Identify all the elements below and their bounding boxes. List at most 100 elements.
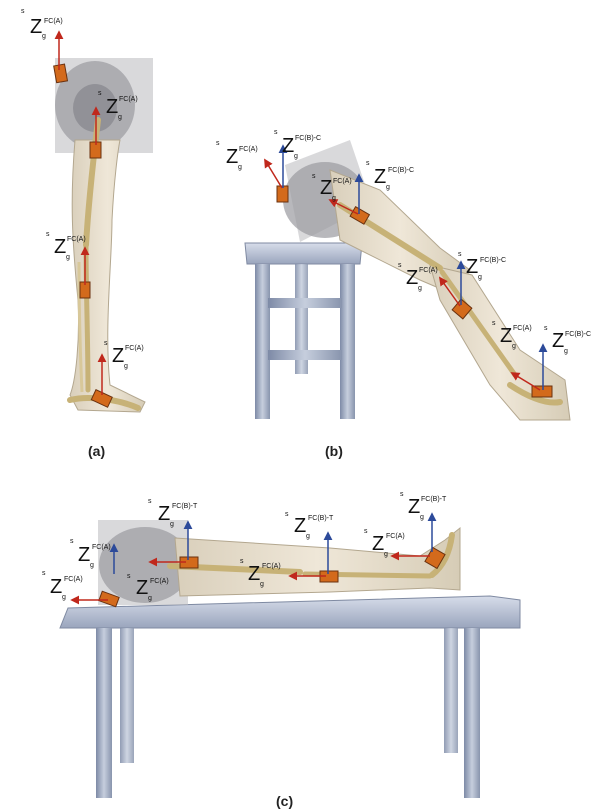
svg-text:g: g bbox=[66, 254, 70, 261]
svg-text:Z: Z bbox=[248, 563, 260, 585]
svg-text:Z: Z bbox=[50, 576, 62, 598]
svg-text:Z: Z bbox=[30, 16, 42, 38]
svg-text:s: s bbox=[285, 511, 289, 518]
svg-text:s: s bbox=[21, 8, 25, 15]
svg-text:FC(B)-C: FC(B)-C bbox=[295, 135, 321, 142]
svg-text:s: s bbox=[42, 570, 46, 577]
svg-text:s: s bbox=[104, 340, 108, 347]
svg-text:FC(B)-C: FC(B)-C bbox=[565, 331, 591, 338]
svg-text:Z: Z bbox=[78, 544, 90, 566]
svg-text:g: g bbox=[512, 343, 516, 350]
svg-text:g: g bbox=[332, 195, 336, 202]
svg-text:g: g bbox=[148, 595, 152, 602]
svg-text:g: g bbox=[418, 285, 422, 292]
sensor-pelvis bbox=[54, 64, 68, 83]
svg-text:g: g bbox=[42, 33, 46, 40]
svg-text:Z: Z bbox=[136, 577, 148, 599]
z-label: s Z g FC(B)-C bbox=[458, 251, 506, 281]
svg-text:Z: Z bbox=[320, 177, 332, 199]
svg-text:Z: Z bbox=[500, 325, 512, 347]
svg-text:Z: Z bbox=[158, 503, 170, 525]
svg-text:s: s bbox=[492, 320, 496, 327]
svg-text:Z: Z bbox=[294, 515, 306, 537]
svg-text:s: s bbox=[70, 538, 74, 545]
panel-c: s Z g FC(B)-T s Z g FC(A) s Z g FC(A) s … bbox=[42, 491, 520, 809]
svg-text:FC(A): FC(A) bbox=[64, 576, 83, 583]
z-label: s Z g FC(B)-T bbox=[400, 491, 447, 521]
svg-text:FC(B)-C: FC(B)-C bbox=[388, 167, 414, 174]
svg-text:g: g bbox=[170, 521, 174, 528]
svg-text:s: s bbox=[400, 491, 404, 498]
axis-pelvis-red bbox=[265, 160, 282, 188]
svg-text:FC(A): FC(A) bbox=[513, 325, 532, 332]
svg-text:FC(A): FC(A) bbox=[239, 146, 258, 153]
svg-text:s: s bbox=[216, 140, 220, 147]
svg-text:s: s bbox=[312, 173, 316, 180]
panel-a-caption: (a) bbox=[88, 443, 105, 459]
svg-text:g: g bbox=[386, 184, 390, 191]
svg-text:FC(A): FC(A) bbox=[419, 267, 438, 274]
svg-text:s: s bbox=[98, 90, 102, 97]
svg-text:FC(A): FC(A) bbox=[44, 18, 63, 25]
svg-text:Z: Z bbox=[112, 345, 124, 367]
svg-text:g: g bbox=[564, 348, 568, 355]
svg-text:s: s bbox=[127, 573, 131, 580]
svg-text:Z: Z bbox=[552, 330, 564, 352]
svg-text:FC(A): FC(A) bbox=[125, 345, 144, 352]
z-label: s Z g FC(A) bbox=[42, 570, 83, 601]
z-label: s Z g FC(A) bbox=[104, 340, 144, 370]
svg-text:Z: Z bbox=[226, 146, 238, 168]
svg-text:FC(A): FC(A) bbox=[333, 178, 352, 185]
svg-text:FC(A): FC(A) bbox=[386, 533, 405, 540]
svg-text:s: s bbox=[148, 498, 152, 505]
z-label: s Z g FC(B)-T bbox=[285, 511, 334, 540]
svg-text:s: s bbox=[364, 528, 368, 535]
z-label: s Z g FC(B)-C bbox=[544, 325, 591, 355]
svg-text:Z: Z bbox=[54, 236, 66, 258]
svg-text:Z: Z bbox=[374, 166, 386, 188]
svg-text:s: s bbox=[398, 262, 402, 269]
svg-text:Z: Z bbox=[406, 267, 418, 289]
svg-text:g: g bbox=[384, 551, 388, 558]
svg-text:FC(A): FC(A) bbox=[262, 563, 281, 570]
svg-text:s: s bbox=[240, 558, 244, 565]
svg-text:s: s bbox=[544, 325, 548, 332]
svg-text:Z: Z bbox=[408, 496, 420, 518]
svg-text:FC(B)-T: FC(B)-T bbox=[172, 503, 198, 510]
svg-text:FC(B)-C: FC(B)-C bbox=[480, 257, 506, 264]
svg-text:g: g bbox=[294, 153, 298, 160]
svg-text:g: g bbox=[420, 514, 424, 521]
svg-text:Z: Z bbox=[282, 135, 294, 157]
panel-a: s Z g FC(A) s Z g FC(A) s Z g FC(A) s Z … bbox=[21, 8, 153, 459]
svg-text:g: g bbox=[118, 114, 122, 121]
svg-text:FC(A): FC(A) bbox=[150, 578, 169, 585]
svg-text:g: g bbox=[238, 164, 242, 171]
svg-text:s: s bbox=[458, 251, 462, 258]
svg-text:s: s bbox=[366, 160, 370, 167]
svg-text:FC(A): FC(A) bbox=[67, 236, 86, 243]
z-label: s Z g FC(A) bbox=[216, 140, 258, 171]
panel-b: s Z g FC(A) s Z g FC(B)-C s Z g FC(A) s … bbox=[216, 129, 591, 459]
svg-text:Z: Z bbox=[106, 96, 118, 118]
svg-text:g: g bbox=[306, 533, 310, 540]
svg-text:g: g bbox=[62, 594, 66, 601]
svg-text:s: s bbox=[274, 129, 278, 136]
svg-text:g: g bbox=[124, 363, 128, 370]
svg-text:FC(B)-T: FC(B)-T bbox=[421, 496, 447, 503]
svg-text:g: g bbox=[90, 562, 94, 569]
panel-c-caption: (c) bbox=[276, 793, 293, 809]
svg-text:g: g bbox=[260, 581, 264, 588]
stool bbox=[245, 243, 362, 419]
panel-b-caption: (b) bbox=[325, 443, 343, 459]
svg-text:g: g bbox=[478, 274, 482, 281]
svg-text:FC(A): FC(A) bbox=[92, 544, 111, 551]
svg-text:FC(B)-T: FC(B)-T bbox=[308, 515, 334, 522]
svg-text:Z: Z bbox=[372, 533, 384, 555]
z-label: s Z g FC(B)-C bbox=[366, 160, 414, 191]
svg-text:s: s bbox=[46, 231, 50, 238]
svg-text:FC(A): FC(A) bbox=[119, 96, 138, 103]
svg-text:Z: Z bbox=[466, 256, 478, 278]
leg-silhouette bbox=[175, 528, 460, 596]
table bbox=[60, 596, 520, 798]
